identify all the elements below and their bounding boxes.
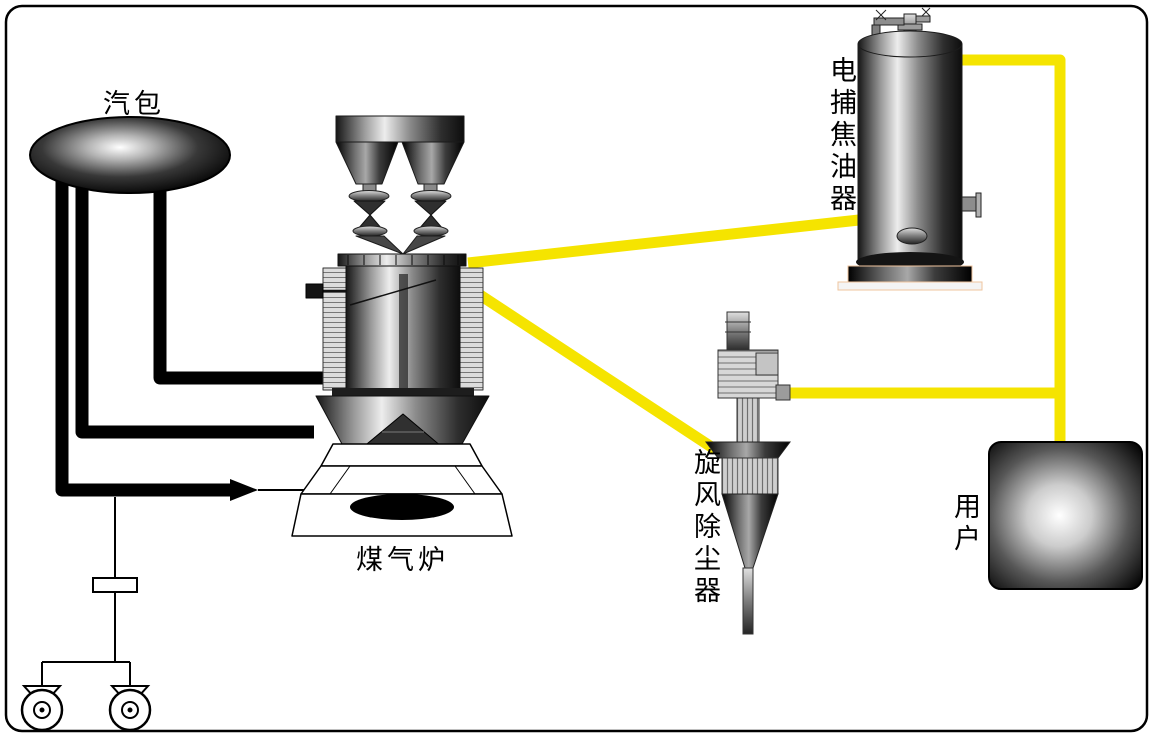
- label-user: 用户: [950, 492, 980, 556]
- label-cyclone: 旋风除尘器: [690, 448, 720, 608]
- user-box: [988, 441, 1143, 590]
- steam-drum: [29, 116, 231, 194]
- steam-pipes: [55, 160, 326, 497]
- label-steam-drum: 汽包: [103, 89, 165, 119]
- side-nozzle-icon: [961, 196, 977, 212]
- label-tar-precipitator: 电捕焦油器: [826, 56, 856, 216]
- cyclone-separator: [705, 311, 791, 635]
- label-gas-furnace: 煤气炉: [356, 545, 449, 575]
- side-valve-icon: [305, 283, 324, 299]
- gas-pipes: [467, 54, 1066, 455]
- diagram-border: [4, 4, 1149, 733]
- outlet-pipe-icon: [775, 384, 791, 401]
- blower-fans: [20, 685, 152, 732]
- gate-valve-icon: [92, 577, 138, 593]
- tar-precipitator: [837, 7, 983, 291]
- manhole-icon: [896, 227, 928, 245]
- nozzle-icon: [230, 479, 258, 501]
- gas-furnace: [291, 115, 513, 537]
